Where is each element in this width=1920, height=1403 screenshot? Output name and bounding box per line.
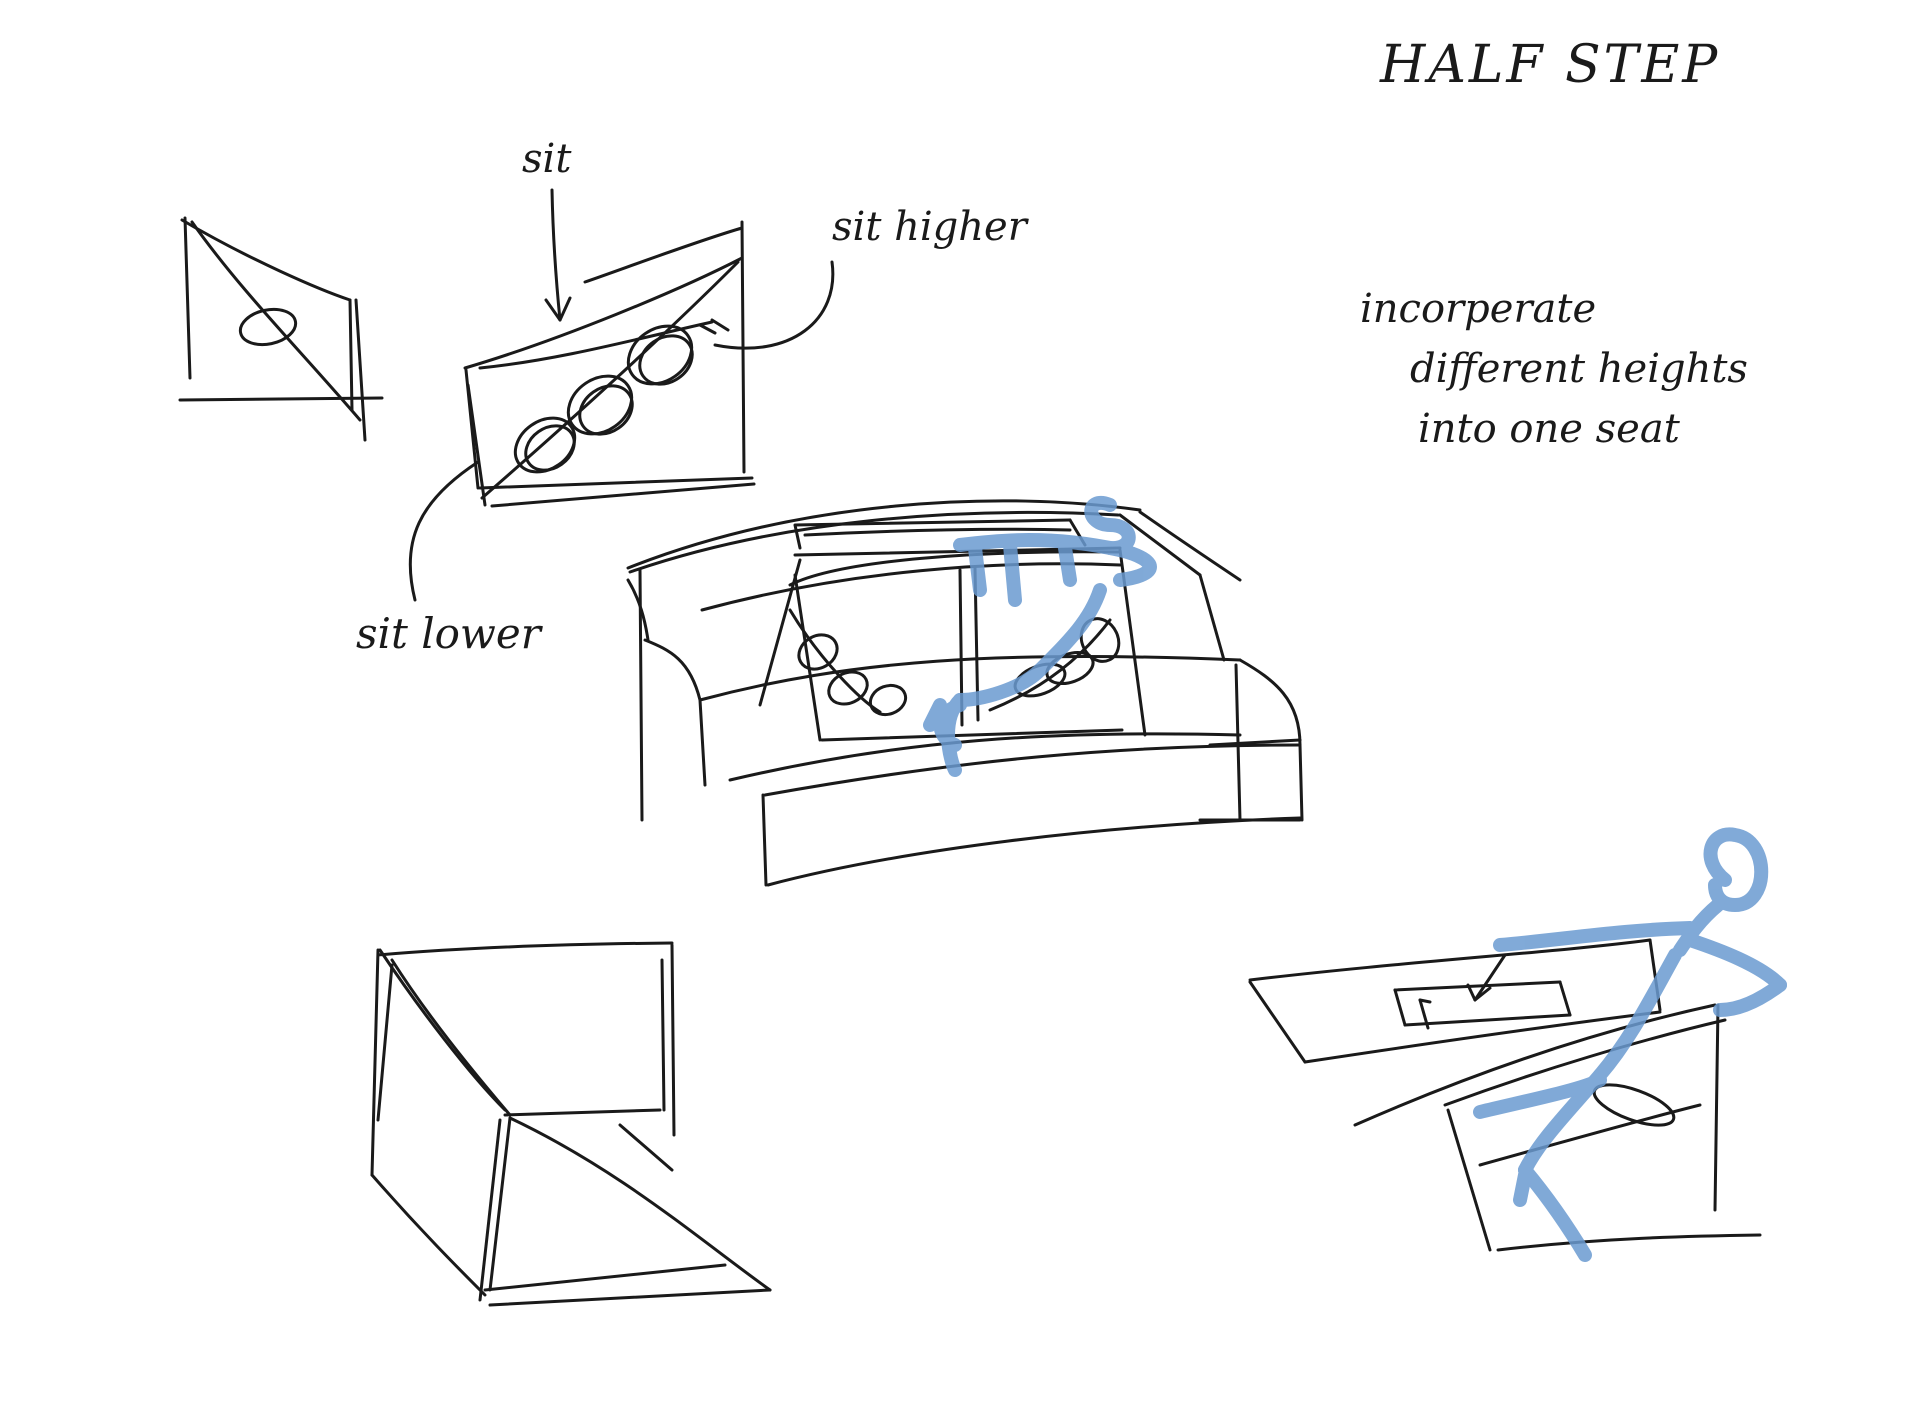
- single-seat-sketch: [178, 216, 384, 442]
- design-note: incorperate different heights into one s…: [1360, 286, 1748, 452]
- sit-lower-callout: sit lower: [356, 460, 544, 658]
- note-line-2: different heights: [1410, 346, 1748, 392]
- note-line-3: into one seat: [1418, 406, 1681, 452]
- sketch-title: HALF STEP: [1379, 35, 1720, 95]
- desk-seat-sketch: [1248, 938, 1762, 1252]
- sit-higher-leader: [713, 260, 835, 350]
- note-line-1: incorperate: [1360, 286, 1596, 332]
- bench-figure-marker: [923, 496, 1157, 777]
- label-sit: sit: [522, 136, 572, 182]
- label-sit-higher: sit higher: [832, 204, 1030, 250]
- sit-higher-callout: sit higher: [713, 204, 1030, 350]
- sit-lower-leader: [408, 460, 480, 602]
- desk-figure-marker: [1473, 827, 1787, 1262]
- sit-arrow-head: [544, 296, 572, 322]
- ramp-step-sketch: [370, 941, 772, 1307]
- sit-callout: sit: [522, 136, 572, 322]
- label-sit-lower: sit lower: [356, 609, 544, 658]
- curved-bench-sketch: [626, 499, 1304, 887]
- sit-arrow-line: [550, 188, 562, 322]
- wedge-seat-sketch: [463, 220, 756, 508]
